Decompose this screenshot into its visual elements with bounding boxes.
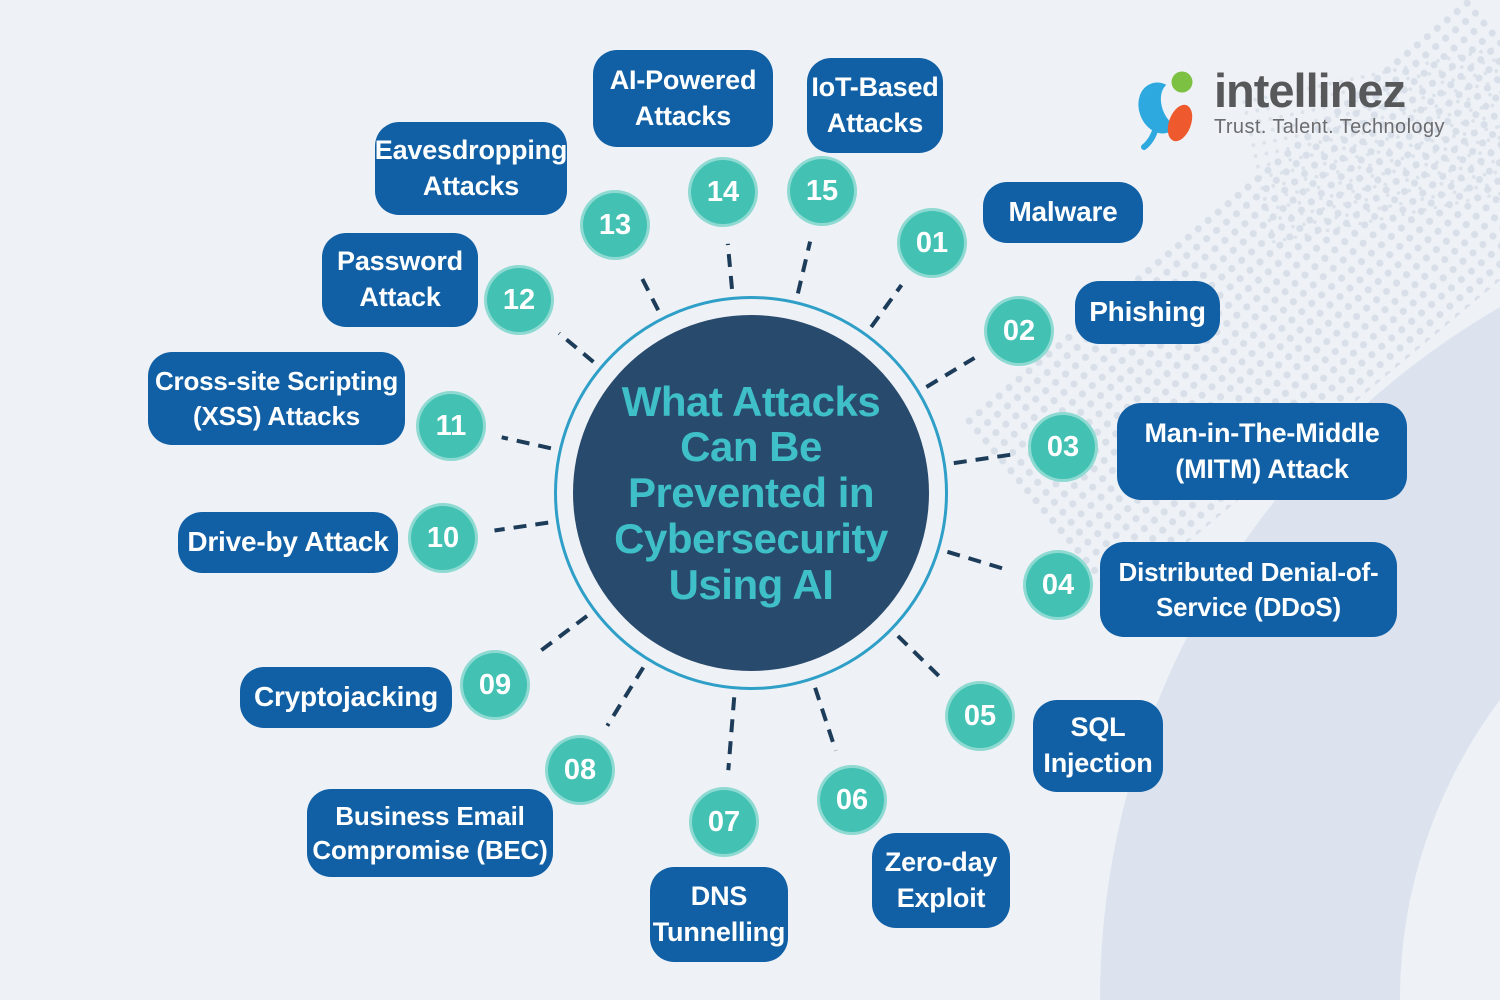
intellinez-logo-text: intellinez Trust. Talent. Technology bbox=[1214, 66, 1445, 154]
attack-label-text: (MITM) Attack bbox=[1175, 453, 1349, 484]
attack-label-box-02: Phishing bbox=[1075, 281, 1220, 344]
attack-label-text: Tunnelling bbox=[652, 916, 786, 947]
attack-label-text: Attacks bbox=[826, 107, 924, 138]
attack-label-text: Password bbox=[337, 246, 463, 277]
attack-number-badge-13: 13 bbox=[580, 190, 650, 260]
intellinez-logo-icon bbox=[1138, 71, 1194, 150]
attack-label-text: Malware bbox=[1008, 196, 1118, 228]
dashed-connector-line bbox=[946, 549, 1009, 573]
attack-label-text: Zero-day bbox=[884, 846, 998, 877]
attack-number-badge-08: 08 bbox=[545, 735, 615, 805]
attack-number-badge-14: 14 bbox=[688, 157, 758, 227]
attack-number-badge-03: 03 bbox=[1028, 412, 1098, 482]
attack-label-text: Distributed Denial-of- bbox=[1118, 557, 1379, 588]
attack-number-badge-11: 11 bbox=[416, 391, 486, 461]
attack-label-box-09: Cryptojacking bbox=[240, 667, 452, 728]
attack-number-badge-02: 02 bbox=[984, 296, 1054, 366]
logo-name: intellinez bbox=[1214, 64, 1406, 117]
attack-label-text: Service (DDoS) bbox=[1155, 591, 1342, 622]
attack-number-badge-15: 15 bbox=[787, 156, 857, 226]
dashed-connector-line bbox=[557, 331, 595, 364]
attack-label-text: Exploit bbox=[896, 882, 986, 913]
page-title-line: Prevented in bbox=[627, 469, 875, 517]
attack-label-text: Injection bbox=[1043, 748, 1153, 778]
attack-label-text: Cryptojacking bbox=[253, 681, 439, 713]
attack-label-text: Drive-by Attack bbox=[187, 526, 389, 558]
attack-number-badge-10: 10 bbox=[408, 503, 478, 573]
dashed-connector-line bbox=[725, 243, 734, 290]
attack-label-box-05: SQL Injection bbox=[1033, 700, 1163, 792]
dashed-connector-line bbox=[925, 356, 976, 389]
dashed-connector-line bbox=[795, 241, 813, 294]
dashed-connector-line bbox=[896, 634, 945, 682]
page-title-line: Can Be bbox=[680, 423, 822, 471]
attack-label-text: Attacks bbox=[422, 170, 520, 201]
attack-label-text: Attack bbox=[359, 282, 441, 312]
dashed-connector-line bbox=[953, 452, 1012, 466]
page-title-line: Cybersecurity bbox=[614, 514, 888, 562]
page-title-line: Using AI bbox=[668, 560, 834, 608]
attack-label-box-03: Man-in-The-Middle (MITM) Attack bbox=[1117, 403, 1407, 500]
attack-label-box-07: DNS Tunnelling bbox=[650, 867, 788, 962]
attack-number-badge-06: 06 bbox=[817, 765, 887, 835]
attack-label-text: SQL bbox=[1070, 712, 1126, 743]
attack-label-text: Compromise (BEC) bbox=[312, 835, 548, 865]
attack-label-text: Attacks bbox=[634, 100, 732, 131]
attack-label-text: Business Email bbox=[335, 800, 525, 831]
attack-number-badge-04: 04 bbox=[1023, 550, 1093, 620]
attack-label-text: AI-Powered bbox=[609, 64, 757, 95]
attack-label-text: IoT-Based bbox=[811, 71, 939, 102]
center-outer-ring bbox=[554, 296, 948, 690]
dashed-connector-line bbox=[813, 687, 838, 752]
attack-label-text: DNS bbox=[690, 880, 748, 911]
attack-label-text: Man-in-The-Middle bbox=[1144, 417, 1380, 448]
dashed-connector-line bbox=[535, 614, 589, 656]
attack-number-badge-05: 05 bbox=[945, 681, 1015, 751]
attack-label-text: Phishing bbox=[1089, 296, 1206, 328]
attack-number-badge-01: 01 bbox=[897, 208, 967, 278]
dashed-connector-line bbox=[605, 666, 646, 727]
page-title-line: What Attacks bbox=[621, 377, 881, 425]
dashed-connector-line bbox=[636, 270, 660, 312]
attack-label-box-01: Malware bbox=[983, 182, 1143, 243]
attack-label-box-10: Drive-by Attack bbox=[178, 512, 398, 573]
attack-number-badge-09: 09 bbox=[460, 650, 530, 720]
attack-label-text: Eavesdropping bbox=[374, 134, 568, 165]
dashed-connector-line bbox=[494, 520, 549, 533]
attack-label-text: (XSS) Attacks bbox=[193, 400, 360, 431]
attack-label-box-04: Distributed Denial-of-Service (DDoS) bbox=[1100, 542, 1397, 637]
dashed-connector-line bbox=[726, 697, 737, 771]
logo-tagline: Trust. Talent. Technology bbox=[1214, 116, 1445, 139]
dashed-connector-line bbox=[501, 435, 552, 451]
attack-label-text: Cross-site Scripting bbox=[154, 366, 399, 397]
attack-label-box-11: Cross-site Scripting(XSS) Attacks bbox=[148, 352, 405, 445]
intellinez-logo: intellinez Trust. Talent. Technology bbox=[1136, 66, 1445, 154]
attack-number-badge-07: 07 bbox=[689, 787, 759, 857]
dashed-connector-line bbox=[869, 283, 904, 329]
attack-number-badge-12: 12 bbox=[484, 265, 554, 335]
